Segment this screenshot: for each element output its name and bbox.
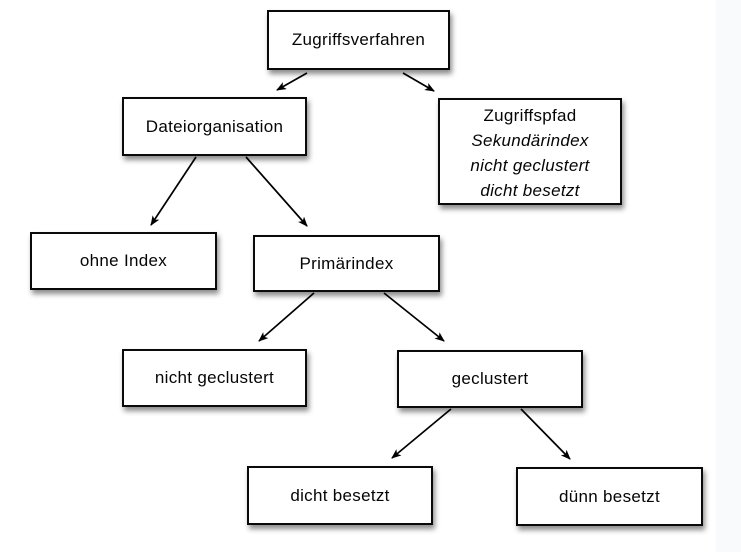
node-sublabel: dicht besetzt [480, 180, 580, 200]
node-zugriffspfad: Zugriffspfad Sekundärindex nicht geclust… [438, 98, 622, 205]
node-dateiorganisation: Dateiorganisation [122, 97, 307, 156]
node-ohne-index: ohne Index [30, 232, 217, 290]
node-geclustert: geclustert [397, 350, 583, 408]
node-primaerindex: Primärindex [253, 235, 440, 292]
node-label: ohne Index [79, 251, 168, 270]
node-sublabel: nicht geclustert [470, 155, 590, 175]
node-zugriffsverfahren: Zugriffsverfahren [267, 10, 450, 70]
edge-arrow [391, 408, 452, 459]
page-edge-strip [716, 0, 741, 552]
node-nicht-geclustert: nicht geclustert [122, 349, 307, 407]
node-label: nicht geclustert [154, 368, 275, 387]
node-dicht-besetzt: dicht besetzt [247, 466, 433, 525]
edge-arrow [402, 72, 435, 92]
node-label: Zugriffsverfahren [291, 30, 426, 49]
node-label: dünn besetzt [559, 486, 660, 506]
edge-arrow [258, 292, 315, 342]
node-label: geclustert [451, 369, 529, 388]
node-label: Zugriffspfad [483, 105, 577, 125]
edge-arrow [520, 408, 571, 460]
edge-arrow [245, 156, 308, 227]
node-sublabel: Sekundärindex [471, 130, 589, 150]
edge-arrow [150, 156, 197, 226]
node-duenn-besetzt: dünn besetzt [516, 467, 703, 526]
node-label: dicht besetzt [290, 485, 390, 505]
edge-arrow [383, 292, 445, 342]
node-label: Dateiorganisation [145, 116, 284, 136]
node-label: Primärindex [299, 253, 394, 273]
edge-arrow [276, 72, 308, 91]
